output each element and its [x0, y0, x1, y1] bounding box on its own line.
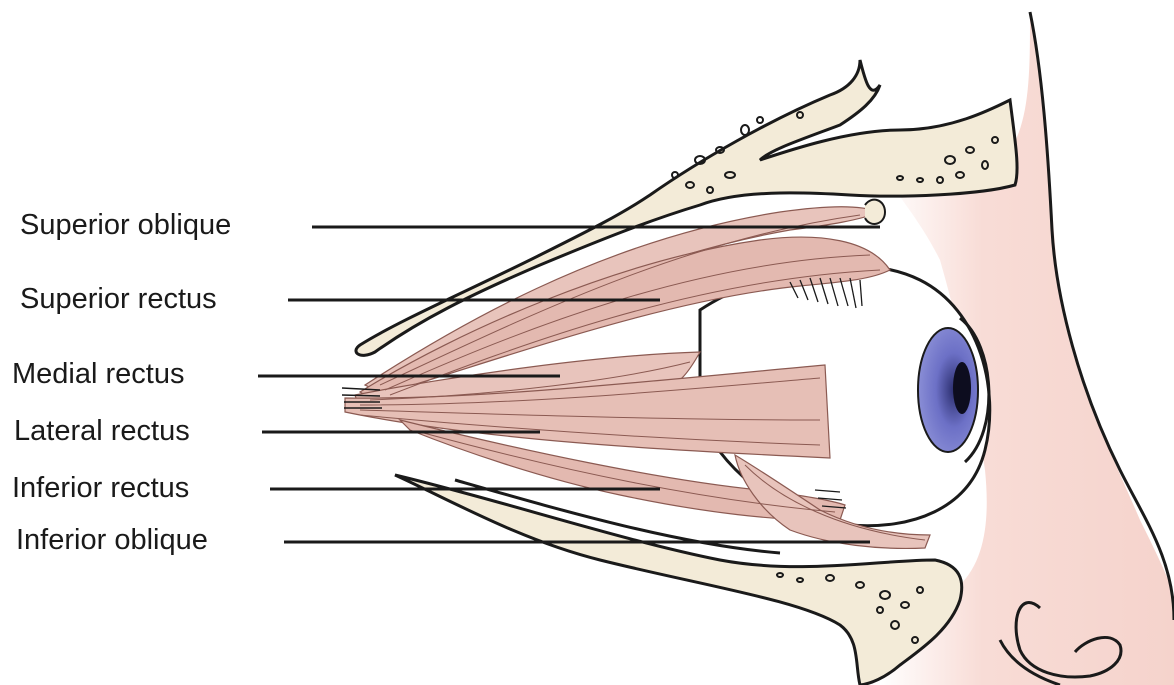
- label-superior-oblique: Superior oblique: [20, 211, 231, 240]
- label-inferior-oblique: Inferior oblique: [16, 526, 208, 555]
- label-inferior-rectus: Inferior rectus: [12, 474, 189, 503]
- trochlea: [865, 200, 885, 224]
- label-medial-rectus: Medial rectus: [12, 360, 184, 389]
- label-lateral-rectus: Lateral rectus: [14, 417, 190, 446]
- label-superior-rectus: Superior rectus: [20, 285, 217, 314]
- pupil: [953, 362, 971, 414]
